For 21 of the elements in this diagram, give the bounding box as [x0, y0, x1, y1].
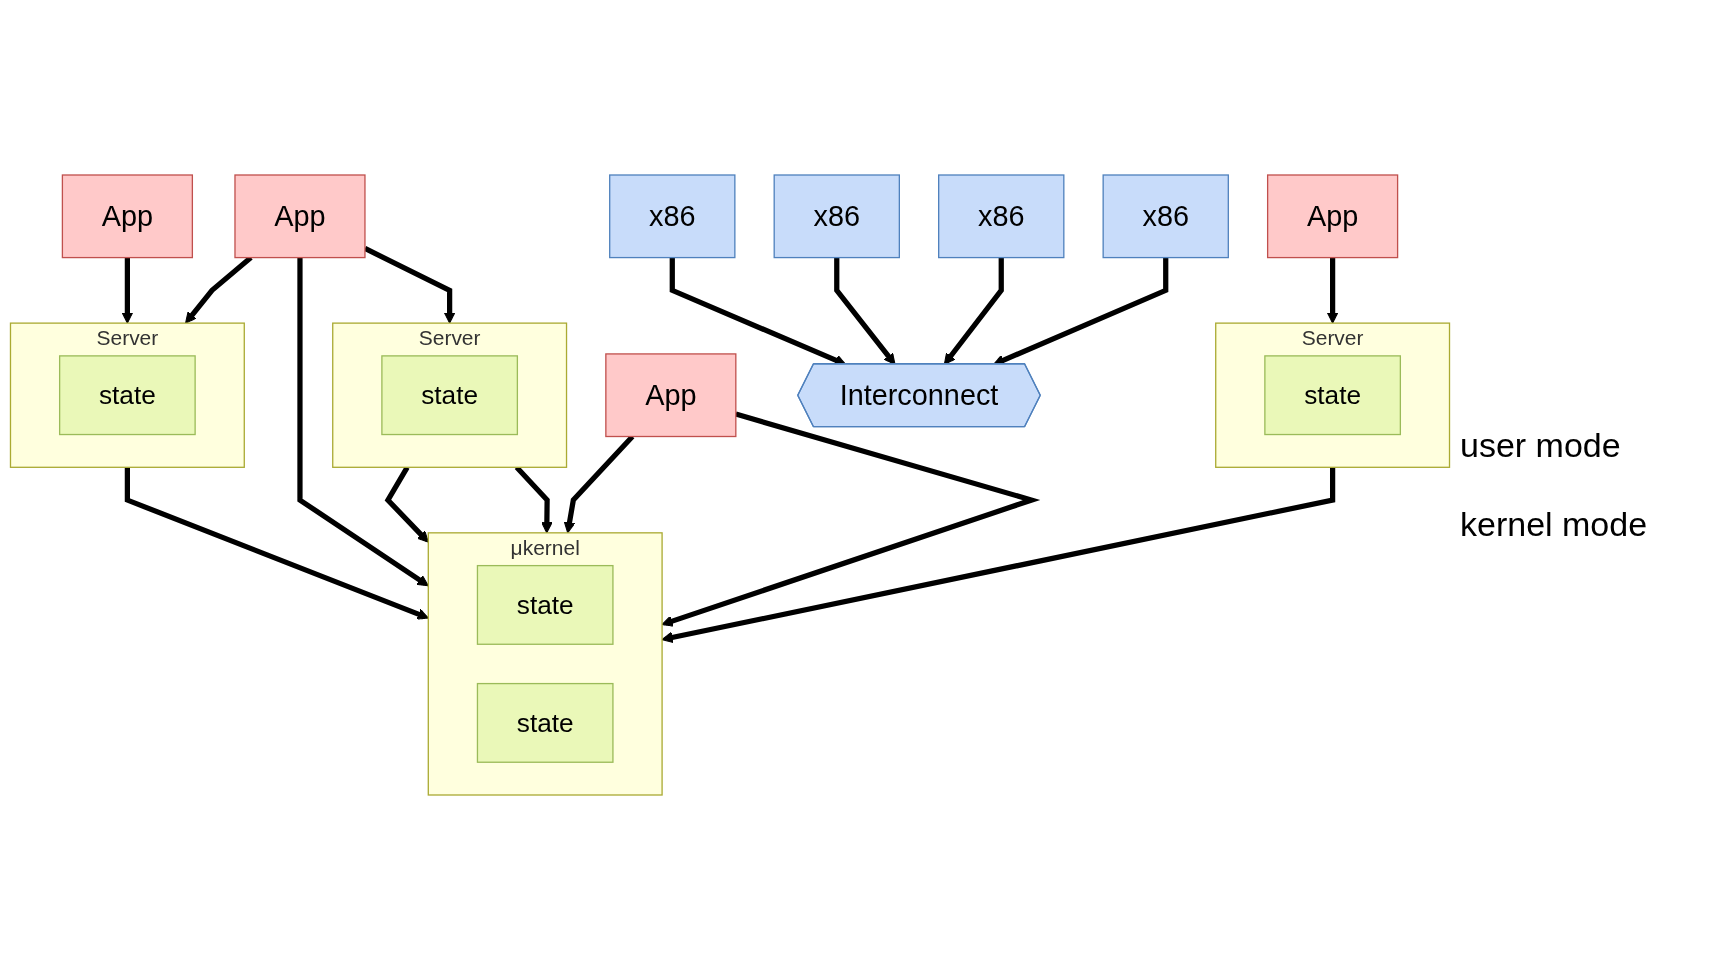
arrow [121, 257, 134, 324]
node-box: App [234, 174, 366, 259]
node-box: App [1266, 174, 1399, 259]
node-box: App [605, 353, 737, 438]
node-box: x86 [1102, 174, 1229, 259]
node-box: x86 [609, 174, 736, 259]
arrow [297, 257, 429, 587]
mode-label: user mode [1460, 426, 1622, 465]
node-box: state [1264, 355, 1401, 436]
node-box: x86 [773, 174, 900, 259]
mode-label: kernel mode [1460, 505, 1649, 544]
arrow [124, 467, 429, 620]
node-box: state [59, 355, 196, 436]
node-box: state [381, 355, 519, 436]
arrow [1326, 257, 1339, 324]
arrow [943, 257, 1004, 365]
node-box: x86 [938, 174, 1065, 259]
node-box: App [61, 174, 194, 259]
node-box: state [476, 682, 614, 763]
arrow [834, 257, 896, 365]
node-box: state [476, 564, 614, 645]
